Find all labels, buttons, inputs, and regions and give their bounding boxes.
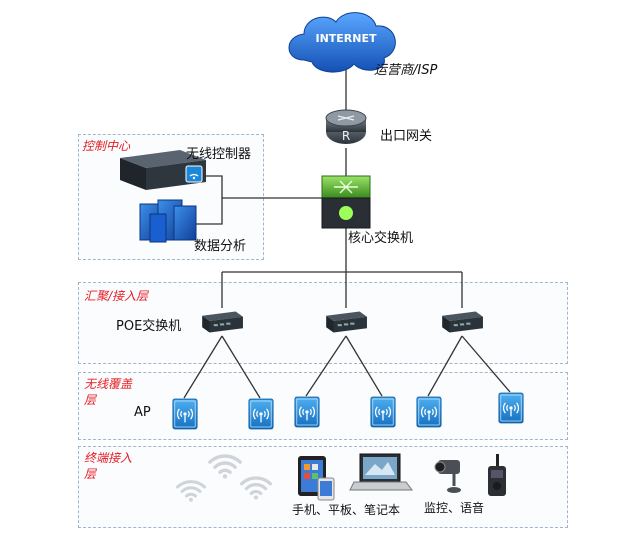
aggregation-layer-box	[78, 282, 568, 364]
access-point-icon	[248, 398, 274, 430]
router-icon: R	[325, 109, 367, 144]
terminal-layer-title-line1: 终端接入	[84, 451, 133, 465]
monitor-voice-label: 监控、语音	[424, 501, 485, 515]
core-switch-label: 核心交换机	[348, 231, 414, 246]
poe-switch-icon	[326, 311, 367, 333]
data-analysis-label: 数据分析	[194, 239, 247, 254]
laptop-icon	[349, 453, 413, 491]
wireless-layer-box	[78, 372, 568, 440]
wireless-controller-label: 无线控制器	[186, 147, 252, 162]
access-point-icon	[498, 392, 524, 424]
ap-label: AP	[134, 405, 151, 420]
data-analysis-servers-icon	[139, 199, 197, 243]
wifi-signal-icon	[240, 476, 272, 500]
wifi-signal-icon	[176, 480, 206, 502]
internet-cloud-icon	[288, 12, 396, 73]
poe-switch-icon	[442, 311, 483, 333]
connection-lines	[183, 66, 511, 399]
wireless-controller-icon	[120, 150, 206, 190]
mobile-devices-icon	[298, 456, 335, 501]
gateway-label: 出口网关	[380, 129, 433, 144]
core-switch-icon	[321, 175, 371, 229]
poe-switch-label: POE交换机	[116, 319, 182, 334]
internet-label: INTERNET	[315, 32, 377, 45]
wifi-signal-icon	[208, 454, 242, 479]
wireless-layer-title-line2: 层	[84, 393, 97, 407]
access-point-icon	[370, 396, 396, 428]
aggregation-layer-title: 汇聚/接入层	[84, 289, 149, 303]
svg-text:R: R	[342, 129, 350, 143]
access-point-icon	[416, 396, 442, 428]
isp-label: 运营商/ISP	[374, 63, 438, 78]
walkie-talkie-icon	[488, 454, 506, 496]
surveillance-camera-icon	[434, 460, 461, 493]
access-point-icon	[172, 398, 198, 430]
terminal-layer-title-line2: 层	[84, 467, 97, 481]
wireless-layer-title-line1: 无线覆盖	[84, 377, 133, 391]
control-center-title: 控制中心	[82, 139, 131, 153]
poe-switch-icon	[202, 311, 243, 333]
access-point-icon	[294, 396, 320, 428]
mobile-devices-label: 手机、平板、笔记本	[292, 503, 401, 517]
